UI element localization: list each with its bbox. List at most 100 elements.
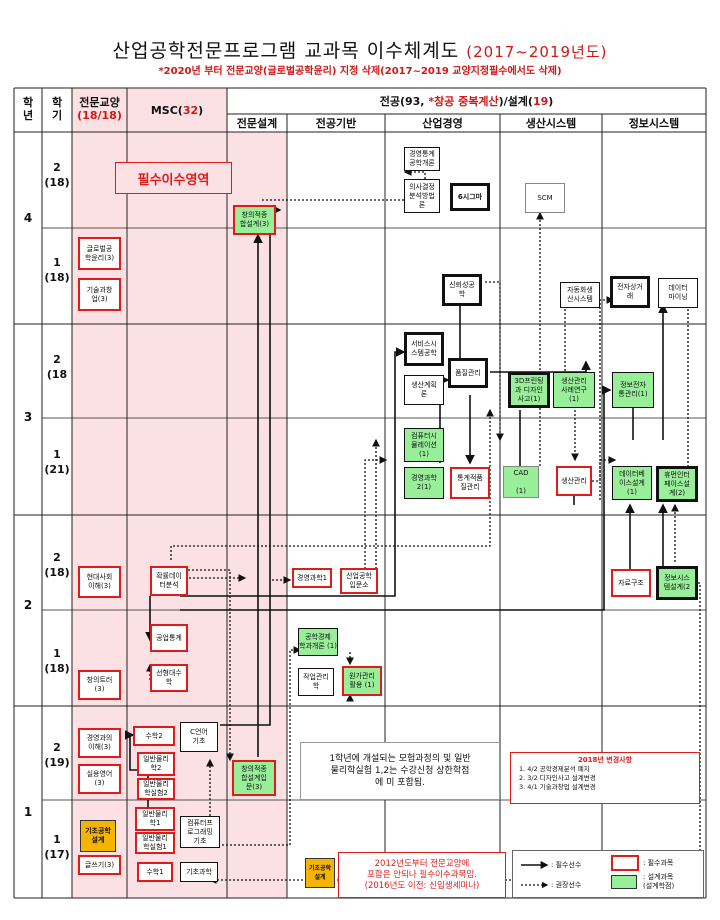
header-major: 전공(93, *창공 중복계산)/설계(19) (227, 95, 706, 108)
track-foundation: 전공기반 (315, 117, 357, 130)
track-design: 전문설계 (236, 117, 278, 130)
course-box-design: 경영과학 2(1) (404, 467, 444, 499)
semester-label: 1 (21) (44, 448, 70, 476)
semester-label: 1 (18) (44, 647, 70, 675)
course-box: 데이터 마이닝 (658, 278, 698, 308)
course-box-required: 일반물리 학1 (135, 807, 175, 831)
course-box-required: 경영과의 이해(3) (78, 728, 121, 758)
course-box-design: 원가관리 활용 (1) (342, 666, 382, 696)
page-title: 산업공학전문프로그램 교과목 이수체계도 (2017~2019년도) (0, 36, 720, 63)
course-box-required: 통계적품 질관리 (450, 467, 490, 499)
course-box-design: 정보전자 통관리(1) (612, 372, 654, 408)
header-msc-label: MSC( (150, 104, 183, 117)
header-major-note: *창공 중복계산 (428, 95, 499, 108)
legend: : 필수선수 : 권장선수 : 필수과목 : 설계과목 (설계학점) (512, 850, 704, 898)
changes-item: 3. 4/1 기술과창업 설계변경 (519, 783, 596, 791)
course-box-required: 글로벌공 학윤리(3) (78, 237, 121, 270)
year-label: 1 (23, 805, 33, 819)
track-production: 생산시스템 (525, 117, 577, 130)
header-major-close: ) (548, 95, 554, 108)
required-area-label: 필수이수영역 (115, 162, 232, 194)
legend-arrows (521, 861, 549, 889)
course-box: 생산계획 론 (404, 375, 444, 405)
msc-note: 1학년에 개설되는 모험과정의 및 일반 물리학실험 1,2는 수강신청 상한학… (300, 742, 500, 800)
course-box: C언어 기초 (180, 722, 218, 752)
changes-box: 2018년 변경사항 1. 4/2 공학경제분석 폐지 2. 3/2 디자인사고… (510, 752, 700, 804)
legend-required-swatch (611, 855, 639, 871)
course-box-design: 창의적종 합설계입 문(3) (232, 760, 276, 796)
orange-legend-box: 기초공학 설계 (305, 858, 335, 888)
course-box-required: 현대사회 이해(3) (78, 566, 121, 598)
course-box: 경영통계 공학개론 (404, 147, 440, 171)
header-semester: 학 기 (51, 96, 63, 122)
legend-required-course: : 필수과목 (643, 859, 674, 867)
header-gen-ed-label: 전문교양 (79, 96, 120, 109)
header-msc-close: ) (198, 104, 204, 117)
course-box-design: 3D프린팅 과 디자인 사고(1) (508, 372, 550, 408)
course-box-required: 경영과학1 (292, 568, 332, 588)
title-years: (2017~2019년도) (466, 43, 608, 61)
semester-label: 2 (18 (46, 353, 68, 381)
legend-design-course: : 설계과목 (설계학점) (643, 873, 675, 890)
course-box: 자동화생 산시스템 (560, 282, 600, 308)
course-box-design: 공학경제 학과개론 (1) (298, 628, 338, 656)
header-major-mid: )/설계( (498, 95, 533, 108)
course-box-required: 선형대수 학 (150, 664, 188, 692)
track-industrial-mgmt: 산업경영 (422, 117, 463, 130)
course-box-required: 일반물리 학실험1 (135, 832, 175, 854)
course-box-design: 컴퓨터시 뮬레이션 (1) (404, 428, 444, 462)
course-box-required: 글쓰기(3) (78, 855, 121, 875)
header-major-label: 전공(93, (379, 95, 429, 108)
legend-required-prereq: : 필수선수 (551, 861, 582, 869)
course-box-orange: 기초공학 설계 (80, 820, 116, 852)
course-box-required: 공업통계 (150, 624, 188, 652)
semester-label: 2 (19) (44, 741, 70, 769)
course-box-required: 산업공학 입문소 (340, 568, 378, 594)
course-box-design: CAD (1) (503, 466, 539, 498)
header-gen-ed: 전문교양 (18/18) (72, 96, 127, 122)
legend-recommended-prereq: : 권장선수 (551, 881, 582, 889)
changes-item: 1. 4/2 공학경제분석 폐지 (519, 765, 590, 773)
course-box-required: 자료구조 (611, 569, 651, 597)
course-box-required: 수학2 (133, 726, 175, 746)
semester-label: 1 (18) (44, 256, 70, 284)
course-box-required: 수학1 (137, 862, 173, 882)
header-design-credits: 19 (532, 95, 549, 108)
course-box-required: 실용영어 (3) (78, 764, 121, 794)
course-box: 서비스시 스템공학 (404, 332, 444, 366)
course-box-design: 정보시스 템설계(2 (656, 566, 698, 600)
changes-item: 2. 3/2 디자인사고 설계변경 (519, 774, 596, 782)
header-msc: MSC(32) (127, 104, 227, 117)
course-box: 신뢰성공 학 (442, 274, 482, 306)
course-box: 작업관리 학 (298, 668, 334, 696)
year-label: 4 (23, 211, 33, 225)
semester-label: 2 (18) (44, 161, 70, 189)
course-box-required: 기술과창 업(3) (78, 278, 121, 311)
course-box-required: 확률데이 터분석 (150, 566, 188, 596)
page-subtitle: *2020년 부터 전문교양(글로벌공학윤리) 지정 삭제(2017~2019 … (158, 66, 562, 77)
course-box-design: 데이터베 이스설계 (1) (612, 466, 652, 500)
course-box: SCM (525, 183, 565, 213)
header-gen-ed-credits: (18/18) (77, 109, 122, 122)
course-box-required: 일반물리 학실험2 (137, 778, 175, 800)
changes-title: 2018년 변경사항 (577, 756, 633, 764)
course-box-design: 생산관리 사례연구 (1) (553, 372, 595, 408)
year-label: 3 (23, 410, 33, 424)
title-main: 산업공학전문프로그램 교과목 이수체계도 (112, 40, 460, 62)
header-year: 학 년 (22, 96, 34, 122)
year-label: 2 (23, 598, 33, 612)
course-box-design: 휴먼인터 페이스설 계(2) (656, 466, 698, 502)
course-box: 품질관리 (448, 358, 488, 388)
course-box: 전자상거 래 (610, 276, 650, 308)
legend-design-swatch (611, 875, 637, 889)
track-information: 정보시스템 (628, 117, 680, 130)
course-box: 컴퓨터프 로그래밍 기초 (180, 816, 220, 848)
orange-note: 2012년도부터 전문교양에 포함은 안되나 필수이수과목임. (2016년도 … (338, 852, 506, 898)
header-msc-credits: 32 (182, 104, 199, 117)
semester-label: 1 (17) (44, 833, 70, 861)
course-box-required: 일반물리 학2 (137, 752, 175, 776)
course-box-required: 생산관리 (556, 466, 592, 496)
course-box-required: 창의트러 (3) (78, 670, 121, 700)
course-box: 6시그마 (450, 183, 490, 211)
